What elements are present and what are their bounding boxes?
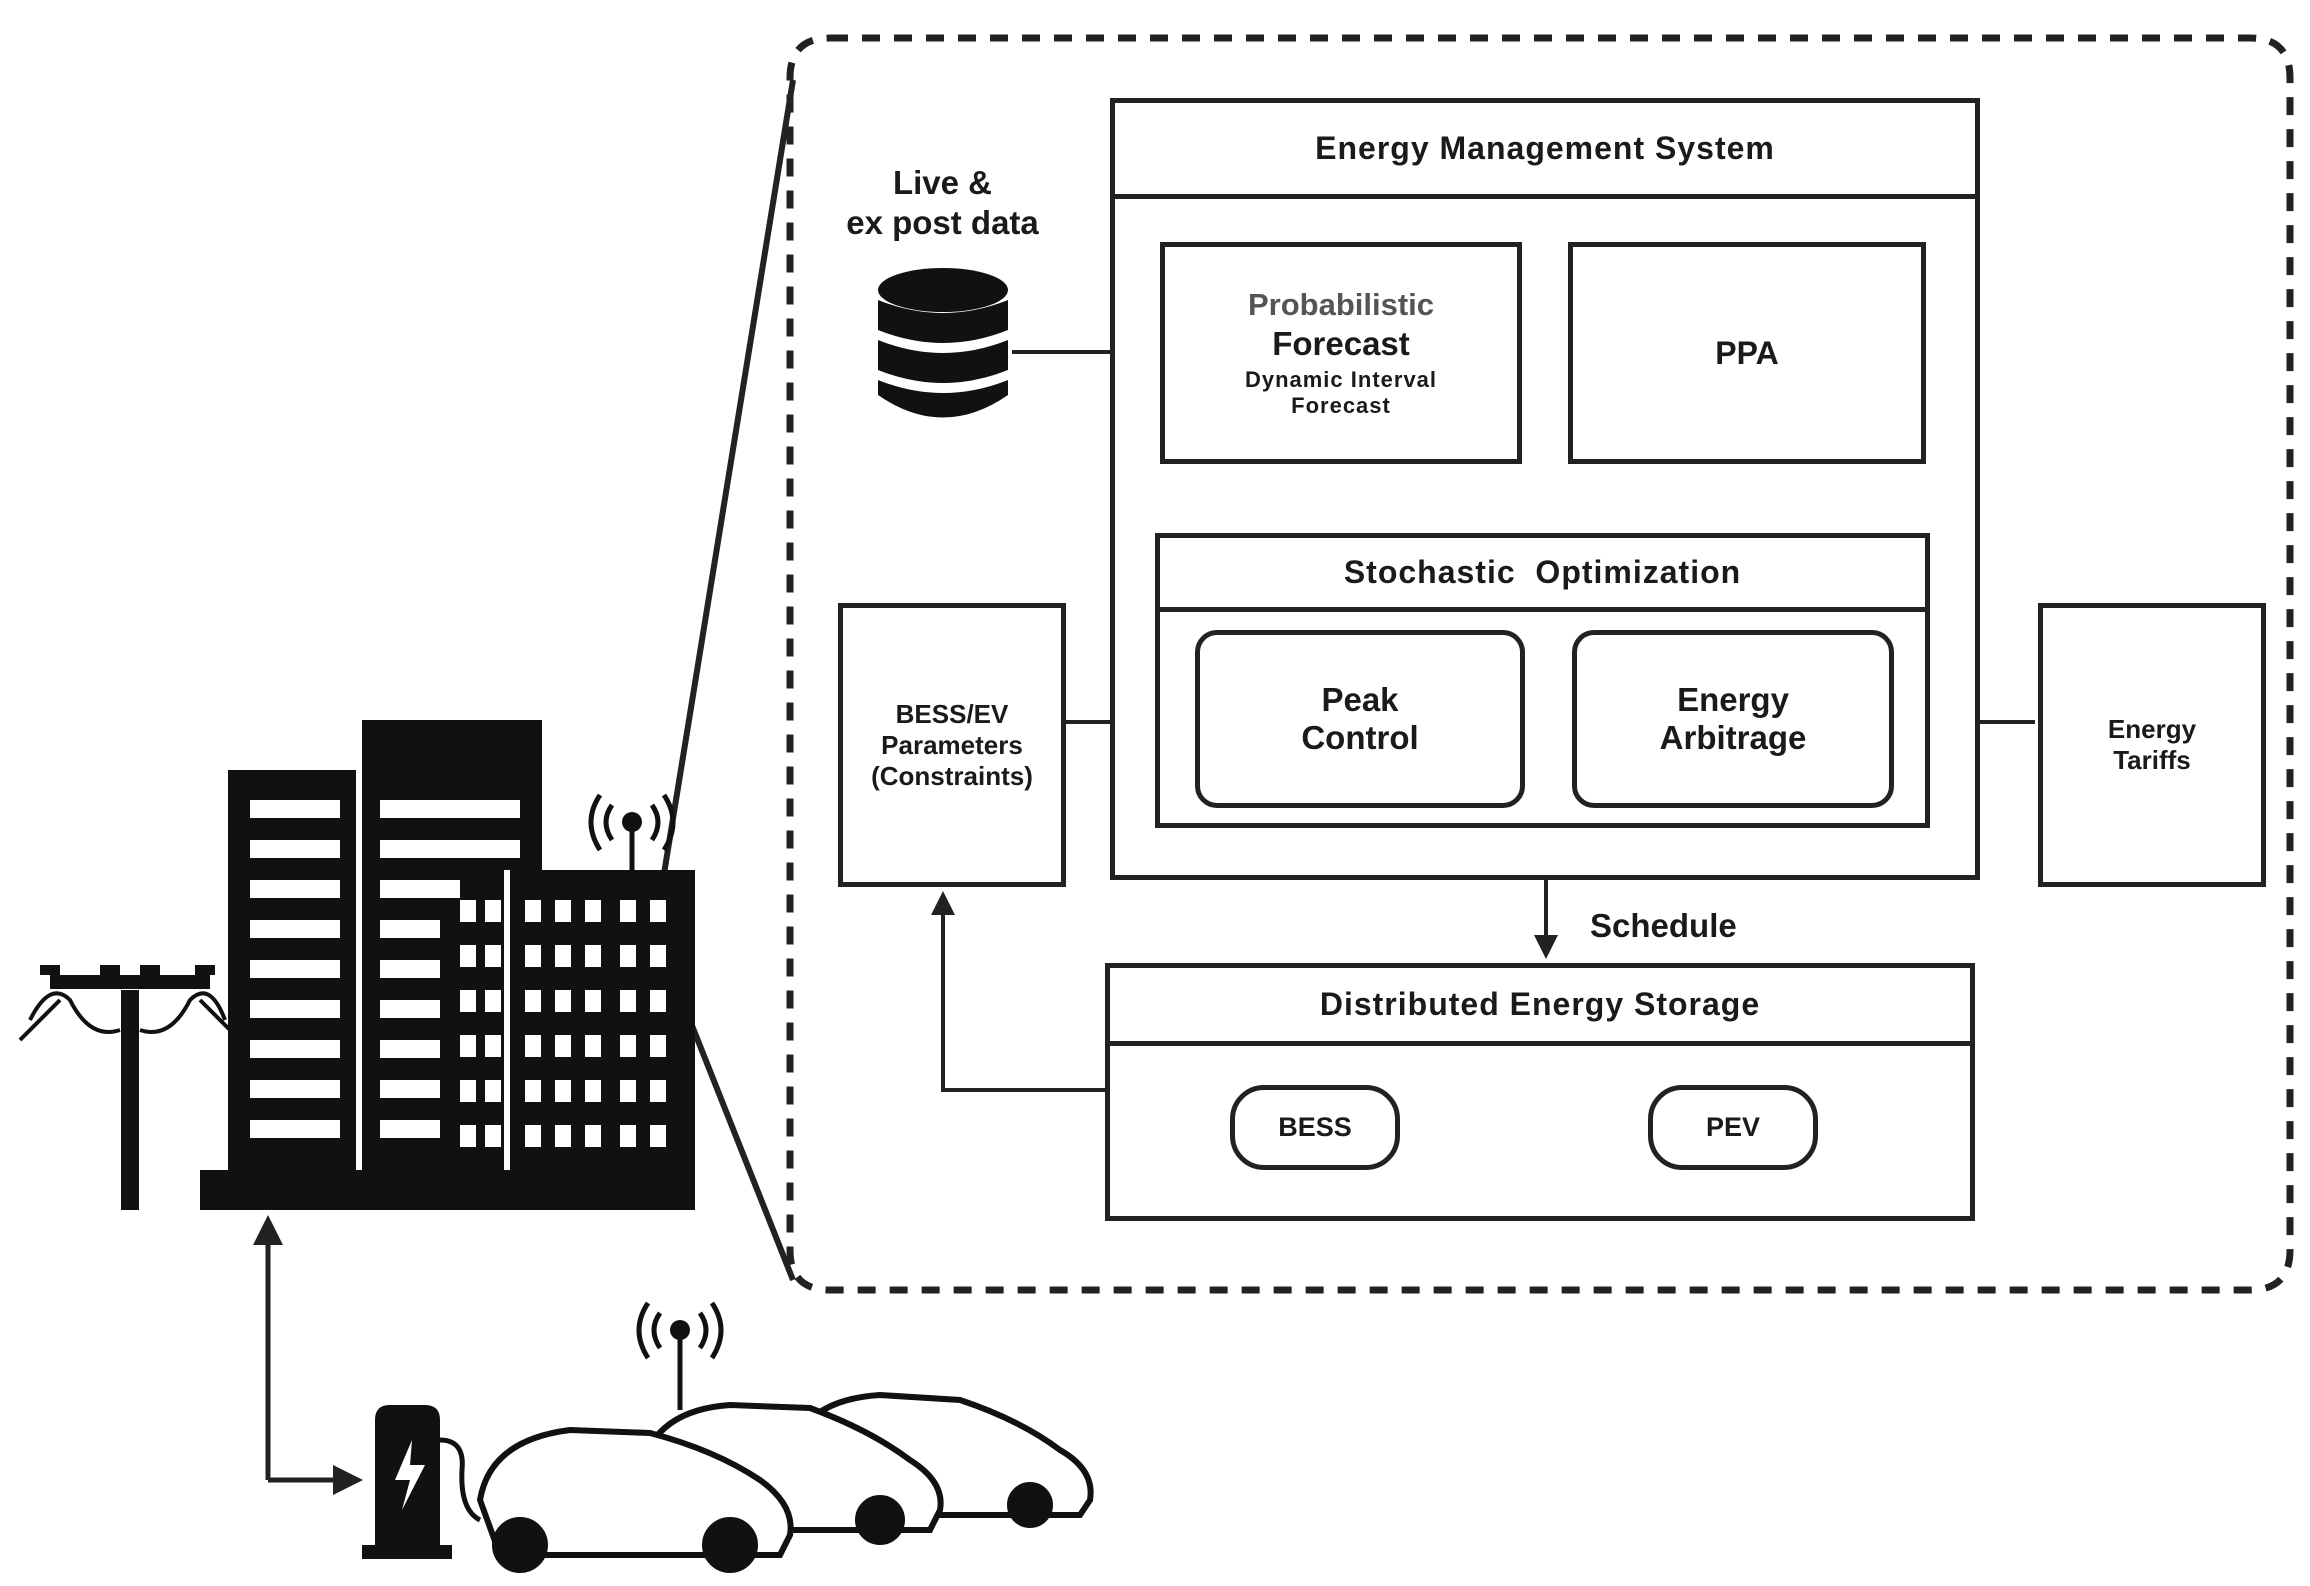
arbitrage-line1: Energy [1677, 681, 1789, 718]
tariffs-line2: Tariffs [2113, 745, 2191, 775]
des-title: Distributed Energy Storage [1110, 968, 1970, 1046]
power-pole-icon [18, 965, 242, 1210]
distributed-energy-storage-box: Distributed Energy Storage [1105, 963, 1975, 1221]
electric-car-icon [476, 1391, 1094, 1573]
car-antenna-icon [636, 1301, 724, 1410]
pev-pill: PEV [1648, 1085, 1818, 1170]
charging-station-icon [362, 1405, 482, 1559]
forecast-line1: Probabilistic [1247, 287, 1435, 322]
stochastic-title: Stochastic Optimization [1160, 538, 1925, 612]
forecast-box: Probabilistic Forecast Dynamic Interval … [1160, 242, 1522, 464]
schedule-label: Schedule [1590, 907, 1737, 944]
database-icon [878, 268, 1008, 418]
bess-label: BESS [1278, 1112, 1352, 1142]
params-line2: Parameters [881, 729, 1023, 760]
forecast-sub2: Forecast [1291, 393, 1391, 418]
forecast-line2: Forecast [1272, 325, 1410, 362]
bess-ev-parameters-box: BESS/EV Parameters (Constraints) [838, 603, 1066, 887]
bess-pill: BESS [1230, 1085, 1400, 1170]
arbitrage-line2: Arbitrage [1659, 719, 1807, 756]
building-icon [200, 720, 695, 1210]
live-data-line1: Live & [892, 164, 993, 201]
tariffs-line1: Energy [2107, 714, 2197, 744]
energy-arbitrage-box: Energy Arbitrage [1572, 630, 1894, 808]
ppa-box: PPA [1568, 242, 1926, 464]
antenna-icon [588, 793, 676, 870]
energy-tariffs-box: Energy Tariffs [2038, 603, 2266, 887]
live-data-line2: ex post data [846, 204, 1039, 242]
arrow-storage-to-params [931, 891, 1105, 1092]
params-line1: BESS/EV [895, 698, 1009, 729]
ppa-label: PPA [1715, 334, 1779, 371]
zoom-region-border [786, 34, 2294, 1294]
live-data-label: Live & ex post data [810, 164, 1075, 242]
pev-label: PEV [1705, 1112, 1761, 1142]
peak-control-box: Peak Control [1195, 630, 1525, 808]
params-line3: (Constraints) [871, 760, 1033, 791]
ems-title: Energy Management System [1115, 103, 1975, 199]
peak-line1: Peak [1321, 681, 1399, 718]
forecast-sub1: Dynamic Interval [1244, 367, 1438, 392]
peak-line2: Control [1301, 719, 1419, 756]
